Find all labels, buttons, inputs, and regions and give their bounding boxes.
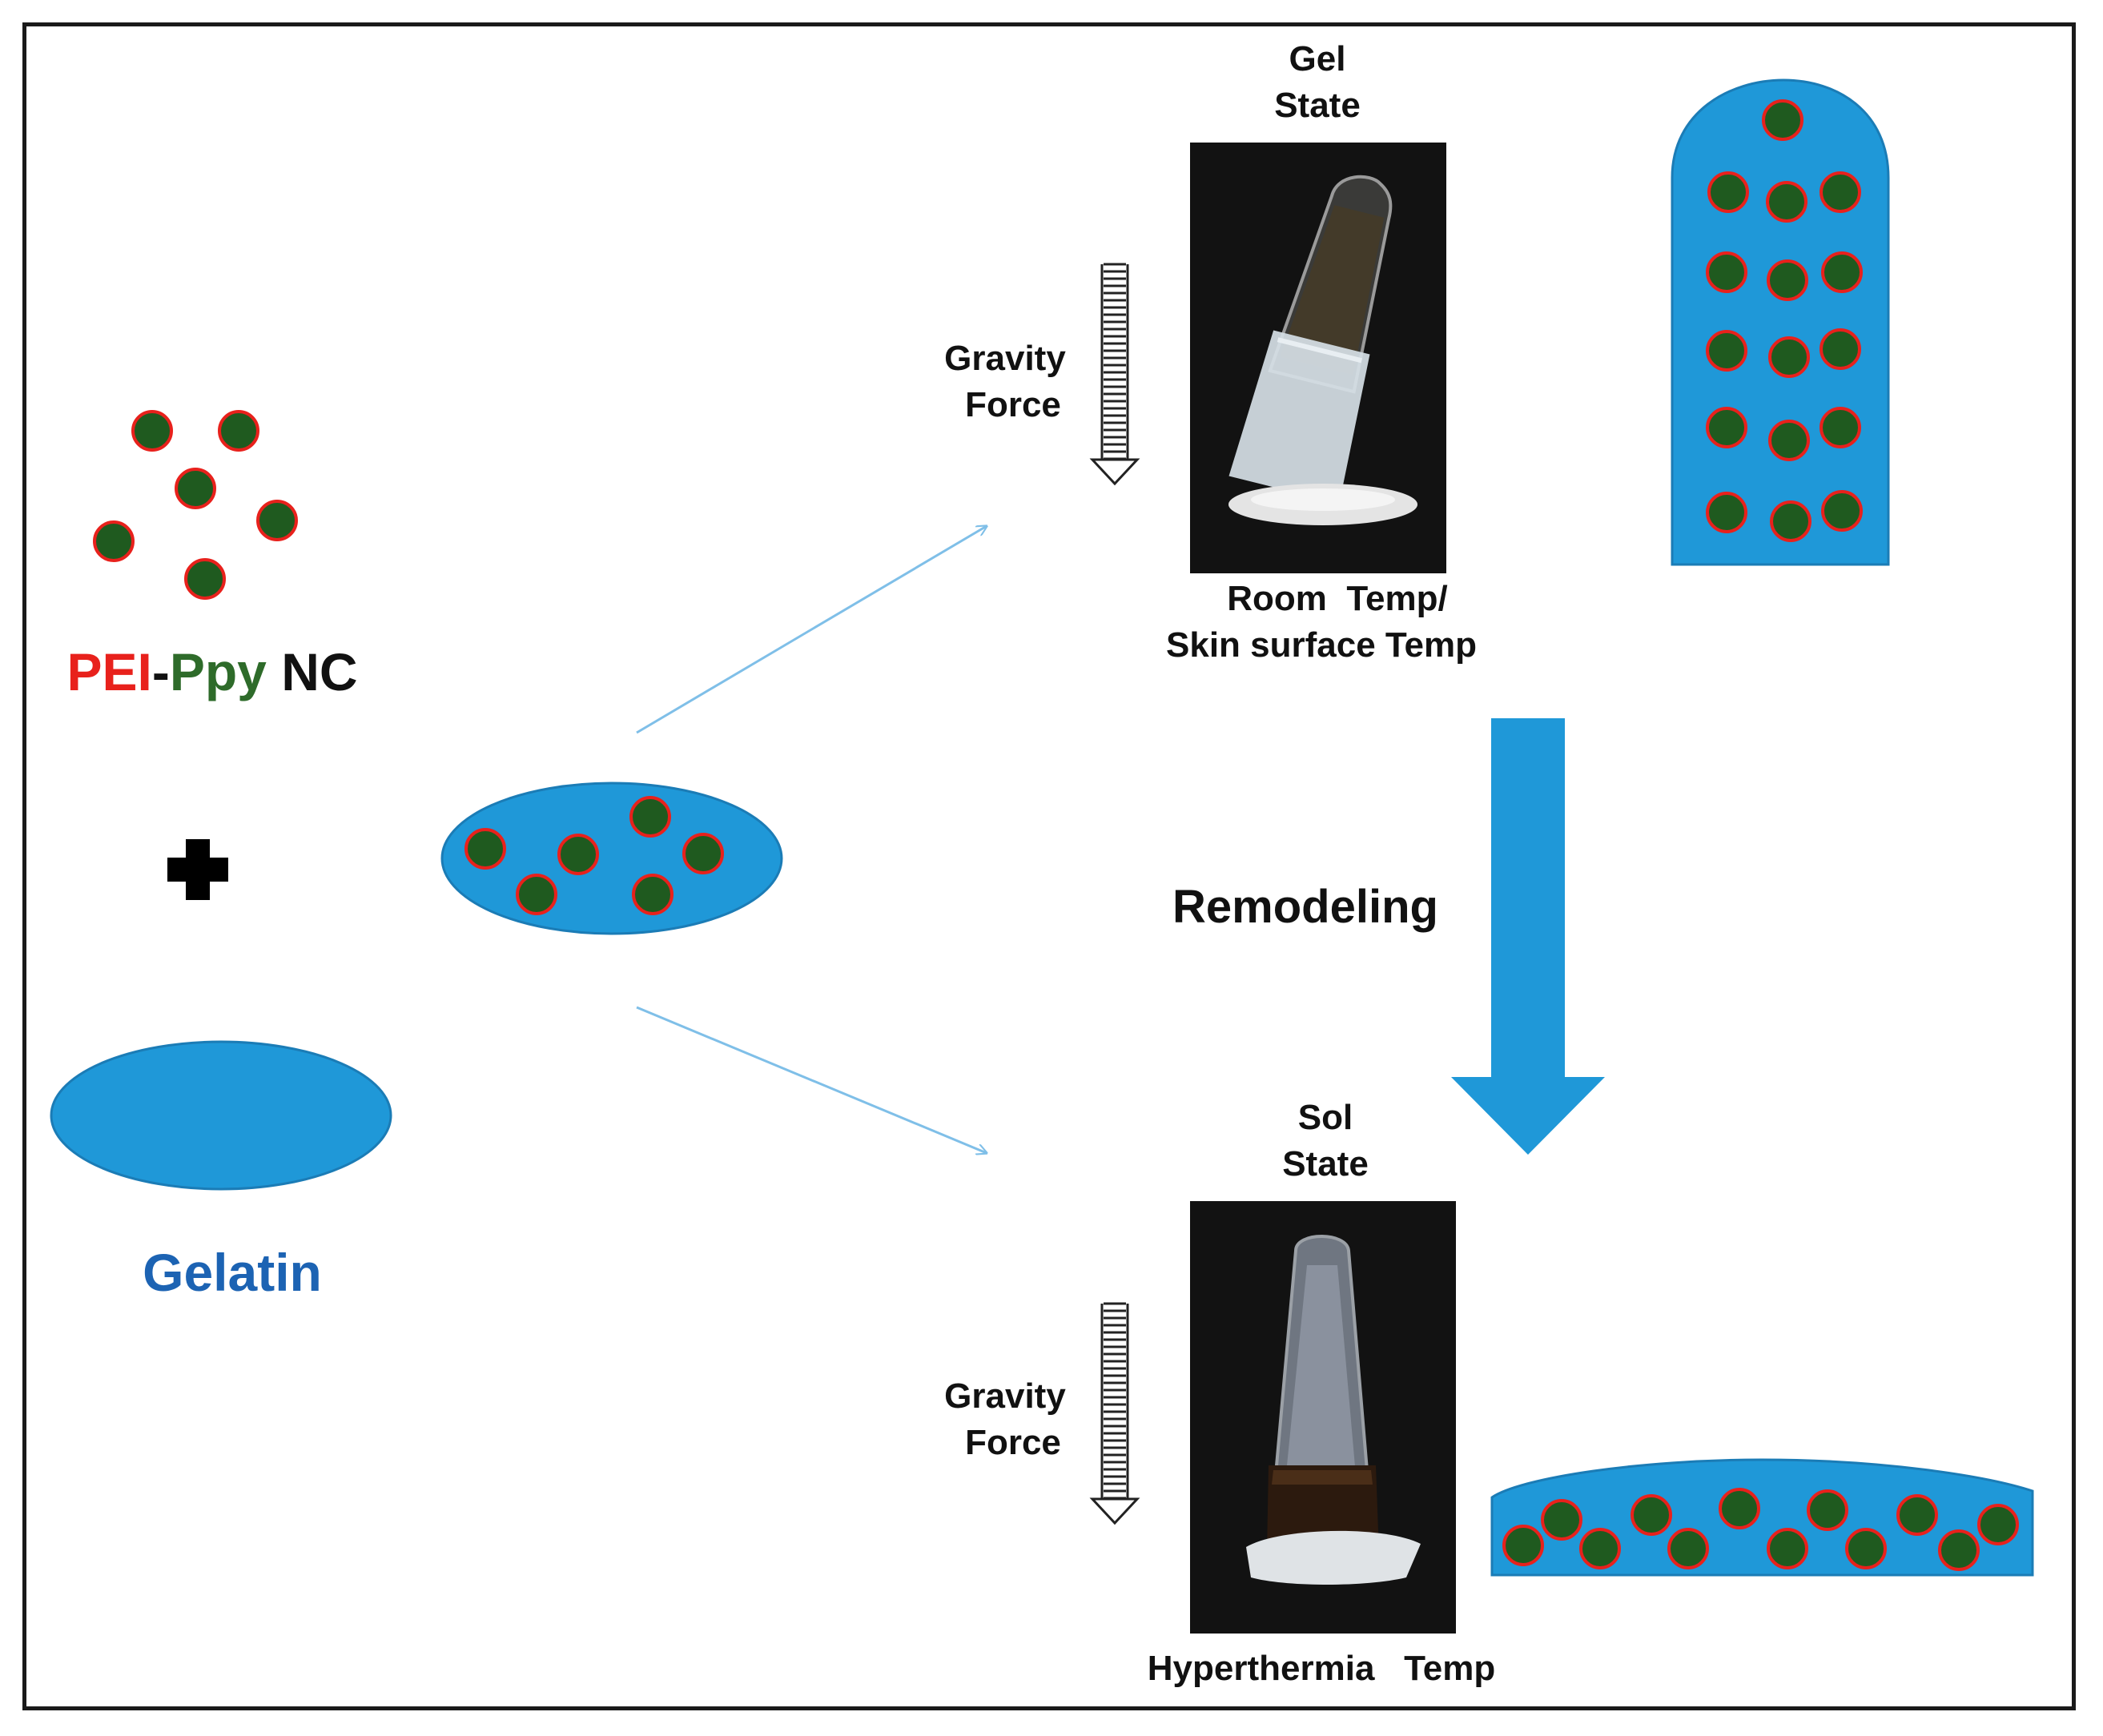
sol-gravity-label-line1: Gravity bbox=[944, 1376, 1066, 1416]
particle-icon bbox=[1820, 171, 1861, 213]
particle-icon bbox=[1766, 181, 1807, 223]
nanocomposite-label-part: PEI bbox=[66, 642, 152, 701]
gel-state-title-line2: State bbox=[1274, 86, 1361, 125]
particle-icon bbox=[1541, 1499, 1582, 1541]
nanocomposite-label: PEI-Ppy NC bbox=[48, 641, 376, 704]
particle-icon bbox=[1706, 407, 1747, 448]
particle-icon bbox=[1706, 492, 1747, 533]
particle-icon bbox=[1579, 1528, 1621, 1569]
particle-icon bbox=[175, 468, 216, 509]
particle-icon bbox=[1767, 259, 1808, 301]
nanocomposite-label-part: Ppy bbox=[169, 642, 267, 701]
particle-icon bbox=[1707, 171, 1749, 213]
particle-icon bbox=[1977, 1504, 2019, 1545]
particle-icon bbox=[1667, 1528, 1709, 1569]
particle-icon bbox=[93, 520, 135, 562]
particle-icon bbox=[516, 874, 557, 915]
particle-icon bbox=[1767, 1528, 1808, 1569]
particle-icon bbox=[557, 834, 599, 875]
gel-gravity-label-line1: Gravity bbox=[944, 339, 1066, 378]
particle-icon bbox=[1706, 251, 1747, 293]
mixture-ellipse bbox=[440, 782, 783, 935]
plus-icon bbox=[167, 839, 228, 900]
particle-icon bbox=[1502, 1525, 1544, 1566]
particle-icon bbox=[218, 410, 259, 452]
nanocomposite-particles bbox=[93, 410, 298, 600]
particle-icon bbox=[1807, 1489, 1848, 1531]
particle-icon bbox=[632, 874, 674, 915]
arrow-to-gel bbox=[636, 526, 987, 734]
particle-icon bbox=[1821, 251, 1863, 293]
gravity-arrow-sol bbox=[1089, 1302, 1140, 1525]
particle-icon bbox=[1768, 336, 1810, 378]
sol-state-title-line2: State bbox=[1282, 1144, 1369, 1183]
particle-icon bbox=[1820, 328, 1861, 370]
particle-icon bbox=[184, 558, 226, 600]
particle-icon bbox=[1719, 1488, 1760, 1529]
gel-state-title-line1: Gel bbox=[1289, 39, 1346, 78]
particle-icon bbox=[682, 833, 724, 874]
particle-icon bbox=[256, 500, 298, 541]
particle-icon bbox=[1706, 330, 1747, 372]
particle-icon bbox=[131, 410, 173, 452]
gelatin-ellipse bbox=[50, 1040, 392, 1191]
gel-temp-label-line1: Room Temp/ bbox=[1227, 579, 1448, 618]
particle-icon bbox=[1896, 1494, 1938, 1536]
particle-icon bbox=[1938, 1529, 1980, 1571]
figure-frame bbox=[22, 22, 2076, 1710]
gravity-arrow-gel bbox=[1089, 263, 1140, 486]
particle-icon bbox=[1631, 1494, 1672, 1536]
nanocomposite-label-part: - bbox=[151, 642, 170, 701]
sol-state-shape bbox=[1490, 1458, 2034, 1577]
gelatin-label: Gelatin bbox=[143, 1243, 322, 1302]
sol-gravity-label-line2: Force bbox=[965, 1423, 1061, 1462]
particle-icon bbox=[1770, 500, 1811, 542]
remodeling-label: Remodeling bbox=[1172, 881, 1438, 933]
gel-state-photo bbox=[1190, 143, 1446, 573]
gel-temp-label-line2: Skin surface Temp bbox=[1166, 625, 1477, 665]
particle-icon bbox=[1845, 1528, 1887, 1569]
particle-icon bbox=[1820, 407, 1861, 448]
particle-icon bbox=[464, 828, 506, 870]
sol-state-photo bbox=[1190, 1201, 1456, 1634]
sol-temp-label: Hyperthermia Temp bbox=[1147, 1649, 1496, 1688]
gel-gravity-label-line2: Force bbox=[965, 385, 1061, 424]
nanocomposite-label-part: NC bbox=[266, 642, 358, 701]
particle-icon bbox=[1821, 490, 1863, 532]
gel-state-shape bbox=[1671, 78, 1890, 566]
remodeling-arrow bbox=[1451, 718, 1605, 1155]
particle-icon bbox=[1768, 420, 1810, 461]
sol-state-title-line1: Sol bbox=[1297, 1098, 1353, 1137]
arrow-to-sol bbox=[636, 1006, 987, 1153]
particle-icon bbox=[629, 796, 671, 838]
particle-icon bbox=[1762, 99, 1803, 141]
